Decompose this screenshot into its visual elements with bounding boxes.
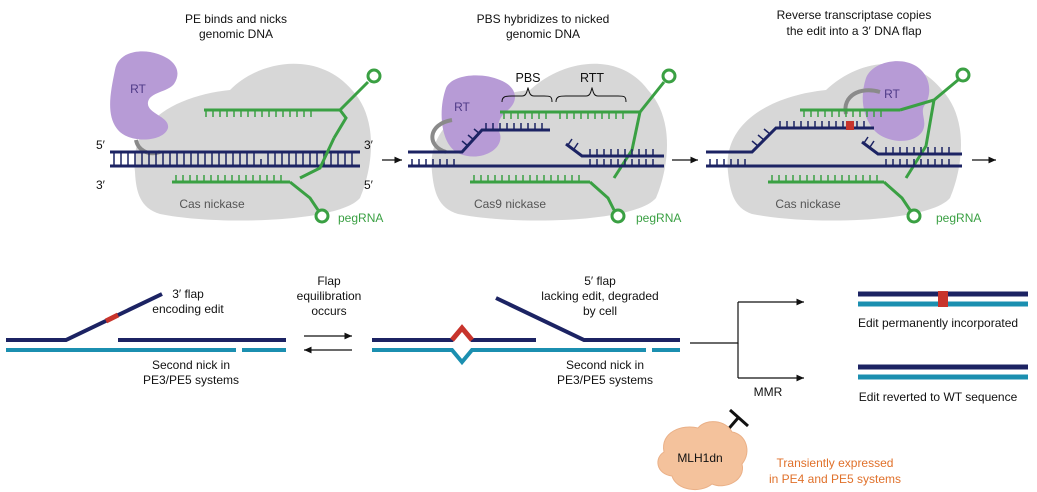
flap3-label-line-1: 3′ flap: [172, 287, 204, 301]
end-5-left: 5′: [96, 138, 106, 152]
equil-label-line-3: occurs: [311, 304, 346, 318]
pegrna-bases-3: [803, 110, 882, 117]
cas9-nickase-label: Cas9 nickase: [474, 197, 546, 211]
rt-enzyme-3: [862, 61, 930, 141]
panel-2-title-line-1: PBS hybridizes to nicked: [477, 12, 610, 26]
pegrna-label-3: pegRNA: [936, 211, 981, 225]
pegrna-spacer-bases-3: [771, 175, 878, 182]
panel-1-title-line-1: PE binds and nicks: [185, 12, 287, 26]
rtt-label: RTT: [580, 71, 604, 85]
second-nick-left-line-1: Second nick in: [152, 358, 230, 372]
rtt-bracket: [555, 86, 627, 103]
pegrna-bases-2: [503, 112, 624, 119]
flap5-label-line-3: by cell: [583, 304, 617, 318]
dna-bottom-bases-3: [709, 159, 950, 166]
rt-label: RT: [130, 82, 146, 96]
rt-linker-2: [430, 118, 453, 154]
mlh1dn-protein: [657, 421, 748, 491]
edit-mark-panel-3: [846, 121, 854, 130]
panel-3: Reverse transcriptase copies the edit in…: [706, 8, 981, 225]
nicked-strand-right: [565, 142, 664, 158]
three-prime-flap-strand: [6, 292, 163, 342]
panel-1-title-line-2: genomic DNA: [199, 27, 273, 41]
pegrna-loop-top-2: [661, 68, 677, 84]
cas-nickase-label-3: Cas nickase: [775, 197, 841, 211]
edit-mark-3-flap: [104, 312, 120, 324]
branch-connector: [690, 302, 739, 344]
five-prime-flap-strand: [495, 296, 680, 342]
pegrna-loop-top-3: [955, 67, 971, 83]
mmr-label: MMR: [754, 385, 783, 399]
nicked-strand-right-3: [861, 140, 962, 156]
nicked-right-bases: [567, 138, 654, 156]
pegrna-scaffold-bottom-2: [589, 180, 616, 211]
pegrna-scaffold-mid: [332, 109, 348, 139]
equil-label-line-2: equilibration: [297, 289, 362, 303]
panel-1: PE binds and nicks genomic DNA RT 5′ 3′ …: [96, 12, 383, 225]
flap3-label-line-2: encoding edit: [152, 302, 224, 316]
pegrna-spacer-bases: [175, 175, 282, 182]
second-nick-mid-line-2: PE3/PE5 systems: [557, 373, 653, 387]
edit-mark-incorporated: [938, 291, 948, 307]
pbs-bracket: [501, 86, 553, 103]
outcome-bottom-label: Edit reverted to WT sequence: [859, 390, 1018, 404]
rt-enzyme: [110, 51, 178, 140]
second-nick-mid-line-1: Second nick in: [566, 358, 644, 372]
nicked-strand-flap: [408, 128, 550, 154]
second-nick-left-line-2: PE3/PE5 systems: [143, 373, 239, 387]
pegrna-loop-bottom-2: [610, 208, 626, 224]
pegrna-scaffold-bottom: [289, 180, 320, 211]
edit-bulge: [450, 324, 474, 342]
panel-2-title-line-2: genomic DNA: [506, 27, 580, 41]
transient-label-line-1: Transiently expressed: [777, 456, 894, 470]
panel-3-title-line-1: Reverse transcriptase copies: [777, 8, 932, 22]
dna-bottom-bases: [113, 159, 353, 166]
inhibition-bar: [729, 408, 749, 428]
pegrna-label-2: pegRNA: [636, 211, 681, 225]
outcome-top-label: Edit permanently incorporated: [858, 316, 1018, 330]
transient-label-line-2: in PE4 and PE5 systems: [769, 472, 901, 486]
pbs-label: PBS: [515, 71, 540, 85]
rt-label-3: RT: [884, 87, 900, 101]
dna-top-bases: [113, 152, 353, 159]
pegrna-label: pegRNA: [338, 211, 383, 225]
teal-strand-mid: [372, 348, 646, 366]
nicked-strand-bases: [461, 123, 543, 147]
dna-bottom-bases-2: [411, 159, 654, 166]
cas-nickase-label: Cas nickase: [179, 197, 245, 211]
flap5-label-line-1: 5′ flap: [584, 274, 616, 288]
pegrna-bases: [205, 110, 312, 117]
end-3-right: 3′: [364, 138, 374, 152]
nicked-right-bases-3: [863, 136, 950, 154]
pegrna-scaffold-link: [299, 137, 336, 180]
flap5-label-line-2: lacking edit, degraded: [541, 289, 658, 303]
panel-2: PBS hybridizes to nicked genomic DNA RT …: [408, 12, 681, 225]
end-5-right: 5′: [364, 178, 374, 192]
end-3-left: 3′: [96, 178, 106, 192]
pegrna-loop-bottom-3: [906, 208, 922, 224]
equil-label-line-1: Flap: [317, 274, 341, 288]
rt-label-2: RT: [454, 100, 470, 114]
pegrna-spacer-bases-2: [473, 175, 580, 182]
bottom-row: 3′ flap encoding edit Second nick in PE3…: [6, 274, 1028, 491]
pegrna-loop-bottom: [314, 208, 330, 224]
mlh1dn-label: MLH1dn: [677, 451, 722, 465]
pegrna-loop-top: [366, 68, 382, 84]
pegrna-scaffold-bottom-3: [883, 180, 912, 211]
extended-flap-bases: [751, 121, 865, 147]
panel-3-title-line-2: the edit into a 3′ DNA flap: [787, 24, 922, 38]
rt-enzyme-2: [441, 75, 515, 157]
